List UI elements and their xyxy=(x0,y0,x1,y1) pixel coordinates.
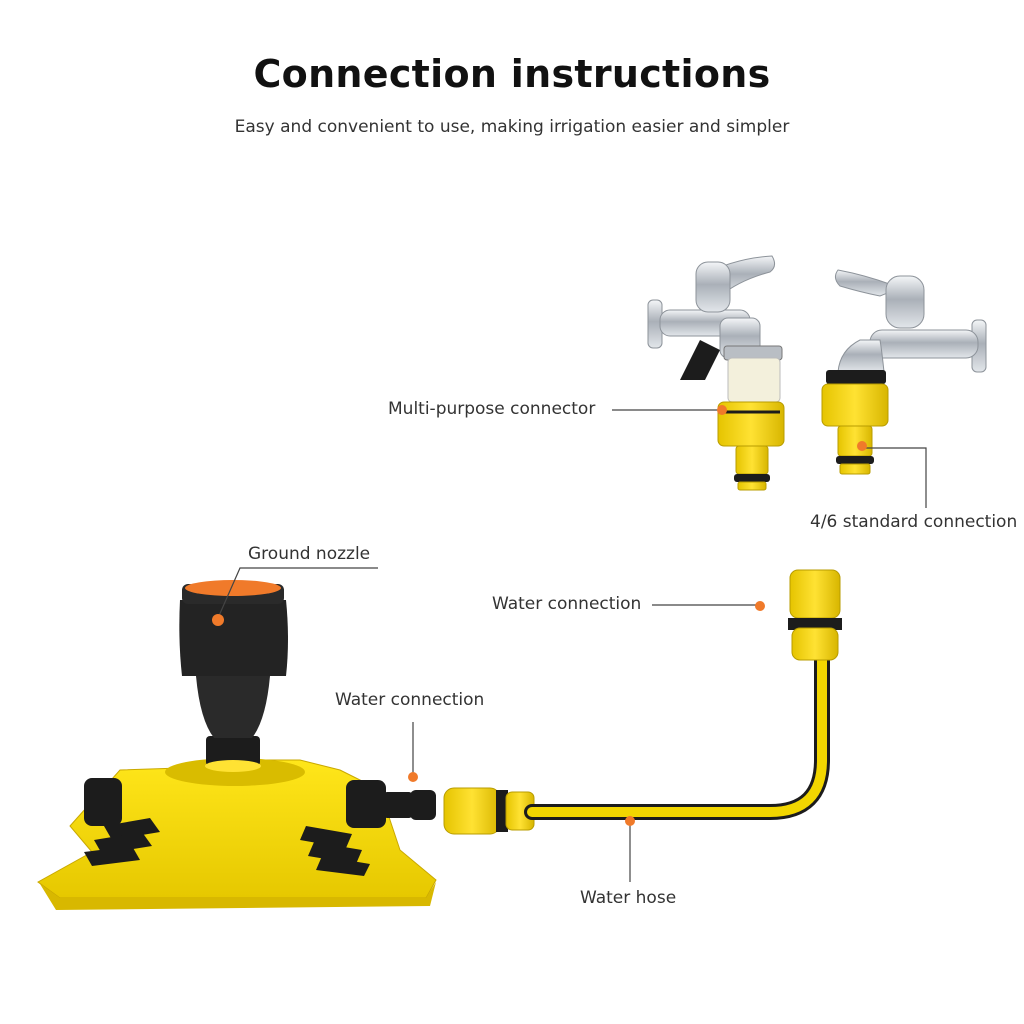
hose-coupler-left xyxy=(443,787,535,835)
dot-standard xyxy=(857,441,867,451)
label-multi-purpose-connector: Multi-purpose connector xyxy=(388,399,596,419)
page-subtitle: Easy and convenient to use, making irrig… xyxy=(234,117,790,137)
dot-multi-purpose xyxy=(717,405,727,415)
hose-coupler-right xyxy=(788,569,842,661)
faucet-right xyxy=(821,269,987,427)
leader-standard xyxy=(862,447,927,508)
faucet-left xyxy=(647,255,783,403)
dot-water-hose xyxy=(625,816,635,826)
label-ground-nozzle: Ground nozzle xyxy=(248,544,371,564)
leader-ground-nozzle xyxy=(217,567,378,619)
label-water-hose: Water hose xyxy=(580,888,677,908)
page-title: Connection instructions xyxy=(253,52,771,96)
standard-connector xyxy=(836,425,874,475)
dot-water-connection-left xyxy=(408,772,418,782)
dot-ground-nozzle xyxy=(212,614,224,626)
water-hose xyxy=(524,650,830,820)
label-water-connection-left: Water connection xyxy=(335,690,485,710)
label-water-connection-top: Water connection xyxy=(492,594,642,614)
multi-purpose-connector xyxy=(717,401,785,491)
label-standard-connection: 4/6 standard connection xyxy=(810,512,1018,532)
ground-nozzle xyxy=(179,580,288,772)
sprinkler-base xyxy=(37,758,437,910)
dot-water-connection-top xyxy=(755,601,765,611)
